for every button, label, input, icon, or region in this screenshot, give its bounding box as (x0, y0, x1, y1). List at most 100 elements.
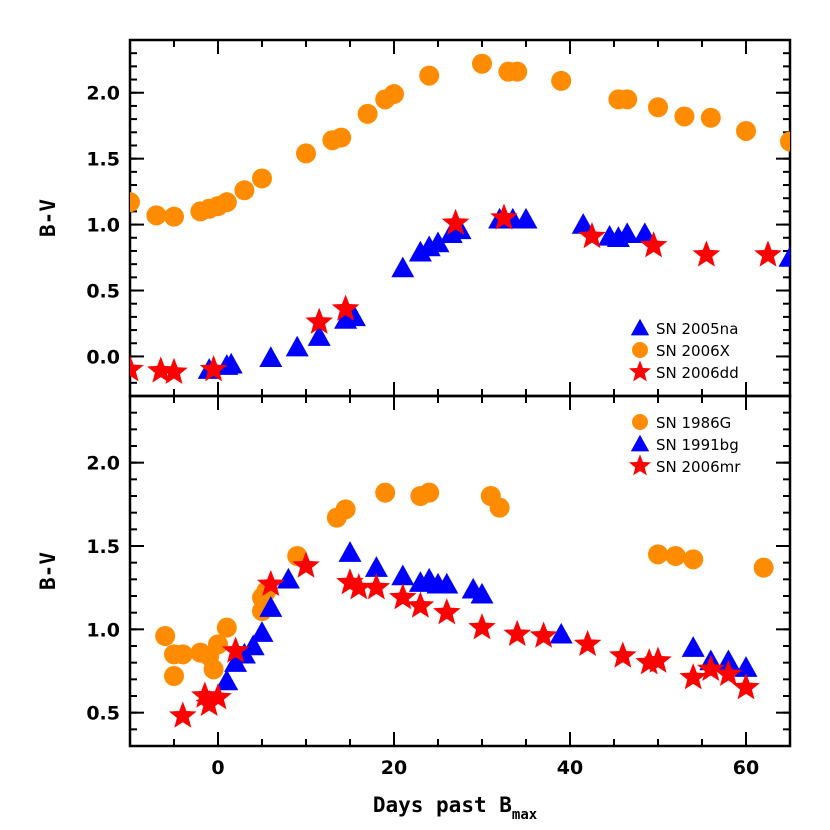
data-point (514, 207, 538, 229)
y-tick-label: 1.0 (86, 619, 120, 641)
data-point (215, 669, 239, 691)
data-point (257, 569, 285, 597)
data-point (441, 208, 470, 235)
y-tick-label: 2.0 (86, 453, 120, 475)
data-point (681, 636, 705, 657)
data-point (551, 70, 572, 91)
data-point (639, 231, 668, 258)
data-point (259, 596, 283, 617)
data-point (697, 654, 725, 682)
series-sn-2006mr (169, 551, 760, 728)
y-tick-label: 2.0 (86, 83, 120, 105)
data-point (679, 663, 707, 690)
data-point (130, 192, 140, 213)
data-point (489, 497, 510, 518)
data-point (208, 634, 228, 655)
legend-marker (632, 414, 648, 430)
data-point (384, 84, 404, 105)
y-tick-label: 1.0 (86, 215, 120, 237)
x-axis-title-main: Days past B (373, 793, 512, 817)
series-sn-2005na (197, 207, 790, 379)
series-sn-2006dd (130, 203, 782, 384)
data-point (665, 546, 686, 566)
data-point (617, 89, 638, 110)
data-point (331, 294, 360, 321)
panel-frame (128, 394, 792, 748)
legend-label: SN 2006dd (656, 364, 739, 382)
data-point (342, 305, 366, 327)
data-point (345, 573, 373, 600)
data-point (292, 551, 320, 578)
data-point (529, 621, 558, 648)
data-point (571, 213, 595, 234)
x-tick-label: 40 (557, 757, 583, 779)
legend-marker (628, 454, 652, 476)
legend-label: SN 1991bg (656, 436, 739, 454)
data-layer (155, 482, 774, 728)
data-point (146, 205, 167, 226)
data-point (252, 168, 272, 189)
data-point (435, 572, 459, 594)
data-point (426, 231, 450, 253)
data-point (644, 646, 672, 673)
data-point (578, 221, 606, 249)
data-point (674, 106, 695, 127)
data-point (155, 626, 176, 646)
data-point (391, 564, 415, 586)
legend-label: SN 2006mr (656, 458, 741, 476)
data-point (219, 352, 243, 374)
y-axis-title: B-V (36, 552, 60, 590)
data-point (736, 120, 756, 141)
data-point (234, 180, 255, 201)
data-point (714, 659, 743, 687)
data-point (172, 644, 193, 665)
data-point (169, 701, 197, 728)
data-point (633, 222, 657, 244)
data-point (549, 622, 573, 644)
data-point (573, 629, 602, 657)
data-point (778, 246, 790, 267)
data-point (408, 240, 432, 262)
x-axis-title: Days past Bmax (373, 793, 538, 823)
legend-marker (628, 360, 652, 382)
y-tick-label: 0.5 (86, 703, 120, 725)
data-point (635, 648, 663, 675)
data-point (203, 659, 224, 680)
data-point (615, 222, 639, 244)
data-point (357, 103, 378, 124)
data-point (130, 355, 144, 382)
data-point (391, 256, 415, 278)
legend-marker (632, 342, 648, 358)
data-point (433, 598, 461, 625)
data-point (296, 143, 316, 164)
data-layer (130, 53, 790, 384)
x-axis-title-subscript: max (512, 807, 538, 823)
data-point (335, 499, 356, 520)
x-tick-label: 60 (733, 757, 759, 779)
data-point (276, 567, 300, 589)
data-point (419, 65, 440, 86)
data-point (241, 634, 265, 656)
data-point (199, 355, 228, 382)
data-point (780, 131, 790, 152)
data-point (164, 206, 184, 227)
data-point (406, 591, 435, 618)
data-point (285, 335, 309, 357)
data-point (692, 240, 721, 267)
legend-marker (630, 434, 650, 452)
x-tick-label: 0 (211, 757, 224, 779)
data-point (503, 619, 531, 647)
data-point (507, 61, 528, 82)
data-point (470, 582, 494, 604)
data-point (160, 357, 188, 384)
data-point (250, 621, 274, 642)
legend-marker (630, 318, 650, 336)
data-point (221, 636, 250, 663)
x-tick-label: 20 (381, 757, 407, 779)
legend-label: SN 2005na (656, 320, 738, 338)
